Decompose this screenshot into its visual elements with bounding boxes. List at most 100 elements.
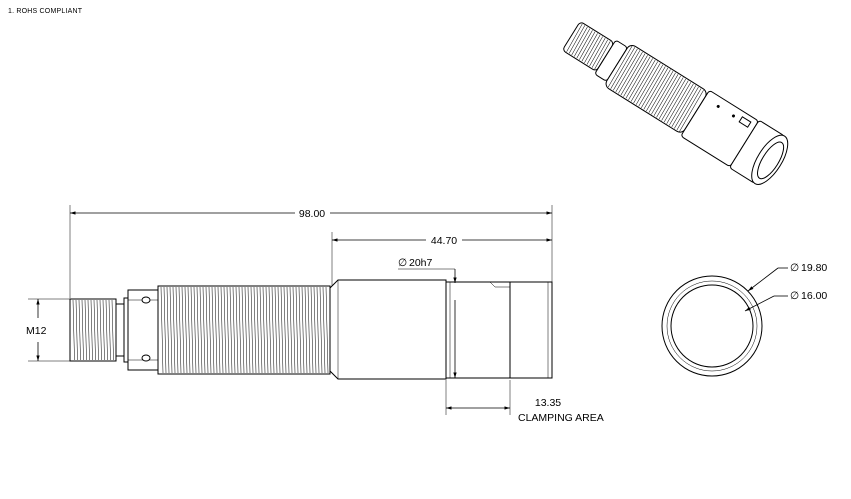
thread-line (656, 75, 681, 118)
thread-line (259, 286, 263, 374)
thread-line (289, 286, 293, 374)
thread-line (620, 53, 646, 96)
thread-line (256, 286, 260, 374)
thread-line (241, 286, 245, 374)
clamping-area-label: CLAMPING AREA (518, 412, 604, 424)
outer-diameter-symbol: ∅ (790, 262, 799, 274)
thread-line (217, 286, 221, 374)
thread-line (586, 36, 603, 65)
thread-line (579, 31, 596, 60)
thread-line (178, 286, 182, 374)
thread-line (229, 286, 233, 374)
bore-diameter-label: 20h7 (409, 257, 433, 269)
front-housing (329, 279, 447, 380)
thread-line (646, 69, 671, 112)
nut-hole-top (141, 296, 151, 304)
thread-line (244, 286, 248, 374)
thread-line (274, 286, 278, 374)
thread-line (316, 286, 320, 374)
thread-line (268, 286, 272, 374)
thread-line (175, 286, 179, 374)
thread-line (235, 286, 239, 374)
bore-diameter-symbol: ∅ (398, 257, 407, 269)
thread-line (566, 23, 583, 52)
thread-line (202, 286, 206, 374)
thread-line (166, 286, 170, 374)
thread-line (208, 286, 212, 374)
thread-line (262, 286, 266, 374)
thread-line (643, 67, 669, 110)
thread-line (663, 80, 689, 123)
thread-line (591, 39, 608, 68)
thread-line (568, 25, 586, 54)
front-length-label: 44.70 (431, 235, 457, 247)
thread-line (671, 85, 697, 128)
thread-line (594, 41, 611, 70)
thread-line (310, 286, 314, 374)
thread-line (615, 50, 641, 93)
thread-line (81, 299, 84, 361)
dimension-thread-m12: M12 (26, 298, 70, 362)
thread-line (102, 299, 105, 361)
inner-circle (670, 284, 754, 368)
overall-length-label: 98.00 (299, 208, 325, 220)
thread-line (84, 299, 87, 361)
nut-hole-bottom (141, 354, 151, 362)
thread-line (193, 286, 197, 374)
thread-pattern-main (160, 286, 329, 374)
thread-line (90, 299, 93, 361)
thread-line (661, 78, 686, 121)
thread-line (232, 286, 236, 374)
thread-line (271, 286, 275, 374)
thread-line (78, 299, 81, 361)
thread-line (205, 286, 209, 374)
thread-line (181, 286, 185, 374)
thread-line (319, 286, 323, 374)
dimension-bore-diameter: ∅ 20h7 (398, 257, 457, 378)
thread-line (265, 286, 269, 374)
thread-line (196, 286, 200, 374)
thread-line (75, 299, 78, 361)
rohs-note: 1. ROHS COMPLIANT (8, 8, 83, 15)
isometric-view (563, 22, 789, 185)
thread-line (277, 286, 281, 374)
thread-line (190, 286, 194, 374)
clamping-length-label: 13.35 (535, 397, 561, 409)
thread-line (211, 286, 215, 374)
thread-line (108, 299, 111, 361)
thread-line (641, 66, 666, 108)
thread-line (220, 286, 224, 374)
dimension-clamping-area: 13.35 CLAMPING AREA (445, 380, 604, 424)
thread-line (325, 286, 329, 374)
thread-line (607, 45, 633, 88)
clamping-section (445, 281, 511, 379)
thread-line (301, 286, 305, 374)
thread-line (307, 286, 311, 374)
thread-line (581, 33, 598, 62)
dimension-front-length: 44.70 (331, 232, 552, 286)
m12-thread (69, 298, 117, 362)
thread-line (280, 286, 284, 374)
neck (115, 303, 125, 357)
thread-line (674, 86, 699, 129)
thread-line (635, 63, 661, 105)
thread-line (214, 286, 218, 374)
thread-line (653, 74, 679, 116)
thread-line (93, 299, 96, 361)
thread-line (651, 72, 676, 115)
thread-line (247, 286, 251, 374)
thread-line (292, 286, 296, 374)
thread-line (253, 286, 257, 374)
thread-line (223, 286, 227, 374)
thread-line (105, 299, 108, 361)
thread-line (286, 286, 290, 374)
thread-line (87, 299, 90, 361)
thread-line (72, 299, 75, 361)
thread-line (574, 28, 591, 57)
thread-line (313, 286, 317, 374)
thread-pattern-m12 (72, 299, 114, 361)
thread-line (625, 56, 651, 99)
thread-line (250, 286, 254, 374)
thread-line (187, 286, 191, 374)
